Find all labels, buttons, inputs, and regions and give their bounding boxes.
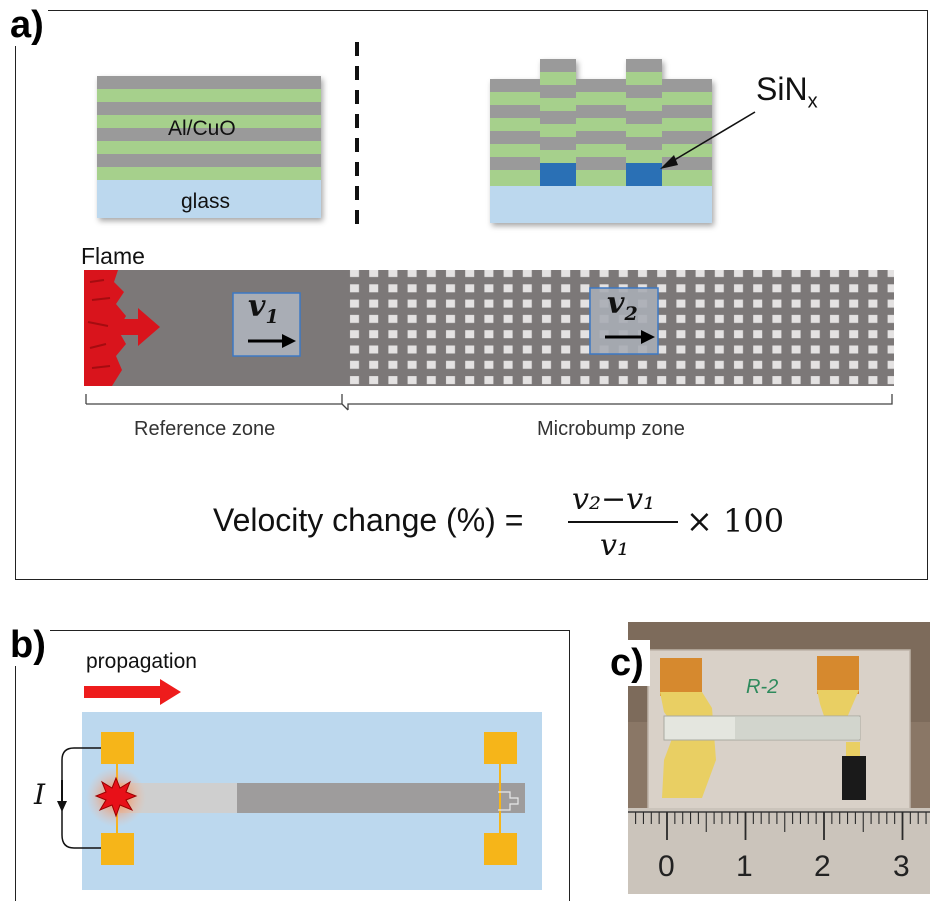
- ruler-number-1: 1: [736, 850, 753, 883]
- ruler-ticks: [635, 812, 927, 840]
- formula-numerator: v₂−v₁: [572, 482, 656, 517]
- ignition-burst-icon: [94, 776, 138, 818]
- current-arrow-head: [57, 801, 67, 812]
- v2-box: [589, 287, 659, 355]
- stack-material-label: Al/CuO: [168, 117, 236, 140]
- pad-bottom-left: [101, 833, 134, 865]
- sinx-label-base: SiN: [756, 71, 808, 107]
- v1-label-base: v: [248, 289, 266, 324]
- flat-stack: [97, 76, 321, 218]
- flame-texture: [87, 279, 111, 369]
- panel-b-label: b): [6, 624, 50, 666]
- panel-c-label: c): [604, 640, 650, 686]
- current-label: I: [34, 778, 46, 811]
- reference-zone-label: Reference zone: [134, 418, 276, 440]
- formula-denominator: v₁: [600, 528, 629, 563]
- sinx-pointer-head: [660, 155, 678, 169]
- panel-b-frame: [15, 630, 570, 901]
- sinx-pointer-line: [665, 111, 756, 166]
- v1-label-sub: 1: [265, 306, 279, 328]
- bumped-stack: [490, 59, 712, 223]
- pad-bottom-right: [484, 833, 517, 865]
- ruler-number-2: 2: [814, 850, 831, 883]
- wire-right-zig: [498, 791, 519, 811]
- v2-label: v2: [607, 286, 638, 325]
- microbump-zone-label: Microbump zone: [537, 418, 685, 440]
- ruler-number-3: 3: [893, 850, 910, 883]
- v2-label-sub: 2: [624, 303, 638, 325]
- ruler-number-0: 0: [658, 850, 675, 883]
- sample-photo: [628, 622, 930, 894]
- sinx-label: SiNx: [756, 71, 818, 113]
- panel-a-frame: [15, 10, 928, 580]
- formula-tail: × 100: [686, 502, 785, 540]
- v1-label: v1: [248, 289, 279, 328]
- flame-arrow: [114, 308, 160, 346]
- pad-top-right: [484, 732, 517, 764]
- propagation-label: propagation: [86, 650, 197, 673]
- v2-label-base: v: [607, 286, 625, 321]
- sample-tag: R-2: [746, 676, 779, 698]
- pad-top-left: [101, 732, 134, 764]
- v1-arrow-head: [282, 334, 296, 348]
- flame-label: Flame: [81, 243, 145, 269]
- substrate-label: glass: [181, 190, 231, 213]
- panel-a-label: a): [6, 4, 48, 46]
- propagation-arrow: [84, 679, 181, 705]
- zone-brackets: [85, 394, 893, 411]
- formula-lhs: Velocity change (%) =: [213, 502, 524, 538]
- sinx-label-sub: x: [807, 90, 818, 113]
- v1-box: [232, 292, 301, 357]
- v2-arrow-head: [641, 330, 655, 344]
- propagation-strip: [84, 270, 894, 386]
